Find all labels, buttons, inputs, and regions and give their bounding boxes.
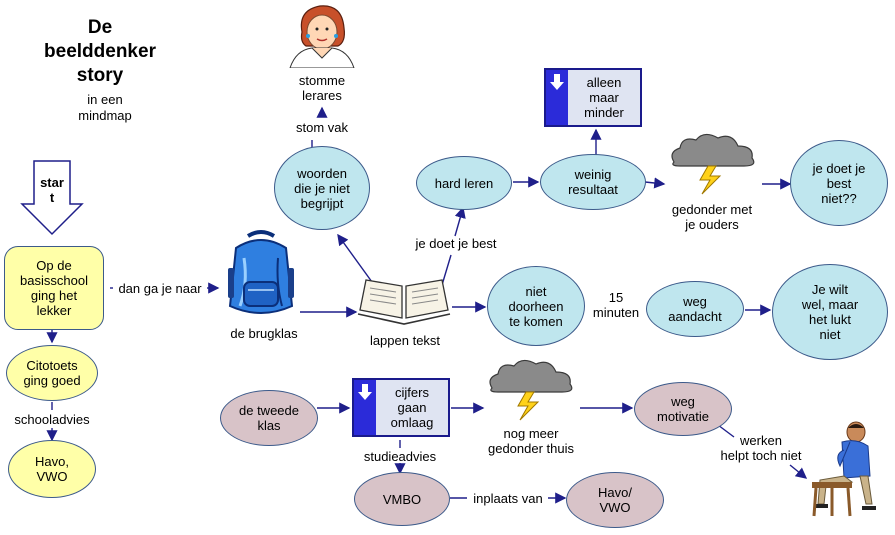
node-de-tweede-klas[interactable]: de tweede klas xyxy=(220,390,318,446)
label-inplaats-van: inplaats van xyxy=(473,491,543,506)
box-label: alleen maar minder xyxy=(584,75,624,120)
label-studieadvies: studieadvies xyxy=(363,449,437,464)
label-15-minuten: 15 minuten xyxy=(592,290,640,320)
thinking-man-icon xyxy=(812,421,876,517)
teacher-clipart-icon xyxy=(289,5,355,68)
start-label: star t xyxy=(40,175,64,205)
node-havo-vwo-left[interactable]: Havo, VWO xyxy=(8,440,96,498)
label-nog-meer-gedonder: nog meer gedonder thuis xyxy=(487,426,574,456)
box-alleen-maar-minder[interactable]: alleen maar minder xyxy=(544,68,642,127)
node-basisschool[interactable]: Op de basisschool ging het lekker xyxy=(4,246,104,330)
diagram-title: De beelddenker story xyxy=(44,17,156,86)
label-stom-vak: stom vak xyxy=(295,120,348,135)
box-label: cijfers gaan omlaag xyxy=(390,385,434,430)
label-de-brugklas: de brugklas xyxy=(230,326,298,341)
down-arrow-icon xyxy=(546,70,568,125)
diagram-subtitle: in een mindmap xyxy=(78,92,132,123)
open-book-icon xyxy=(357,279,451,325)
storm-cloud-icon xyxy=(671,133,755,195)
node-niet-doorheen[interactable]: niet doorheen te komen xyxy=(487,266,585,346)
label-je-doet-je-best: je doet je best xyxy=(415,236,497,251)
label-werken-helpt: werken helpt toch niet xyxy=(720,433,802,463)
node-vmbo[interactable]: VMBO xyxy=(354,472,450,526)
label-dan-ga-je-naar: dan ga je naar xyxy=(118,281,202,296)
node-hard-leren[interactable]: hard leren xyxy=(416,156,512,210)
label-stomme-lerares: stomme lerares xyxy=(298,73,346,103)
node-weg-motivatie[interactable]: weg motivatie xyxy=(634,382,732,436)
label-gedonder-met-ouders: gedonder met je ouders xyxy=(671,202,753,232)
start-arrow-icon xyxy=(20,160,84,236)
label-lappen-tekst: lappen tekst xyxy=(369,333,441,348)
backpack-icon xyxy=(228,230,294,314)
box-cijfers-gaan-omlaag[interactable]: cijfers gaan omlaag xyxy=(352,378,450,437)
label-schooladvies: schooladvies xyxy=(14,412,90,427)
node-woorden[interactable]: woorden die je niet begrijpt xyxy=(274,146,370,230)
node-je-wilt-wel[interactable]: Je wilt wel, maar het lukt niet xyxy=(772,264,888,360)
node-citotoets[interactable]: Citotoets ging goed xyxy=(6,345,98,401)
node-je-doet-je-best-niet[interactable]: je doet je best niet?? xyxy=(790,140,888,226)
node-weg-aandacht[interactable]: weg aandacht xyxy=(646,281,744,337)
down-arrow-icon xyxy=(354,380,376,435)
storm-cloud-icon xyxy=(489,359,573,421)
node-weinig-resultaat[interactable]: weinig resultaat xyxy=(540,154,646,210)
node-havo-vwo-bottom[interactable]: Havo/ VWO xyxy=(566,472,664,528)
